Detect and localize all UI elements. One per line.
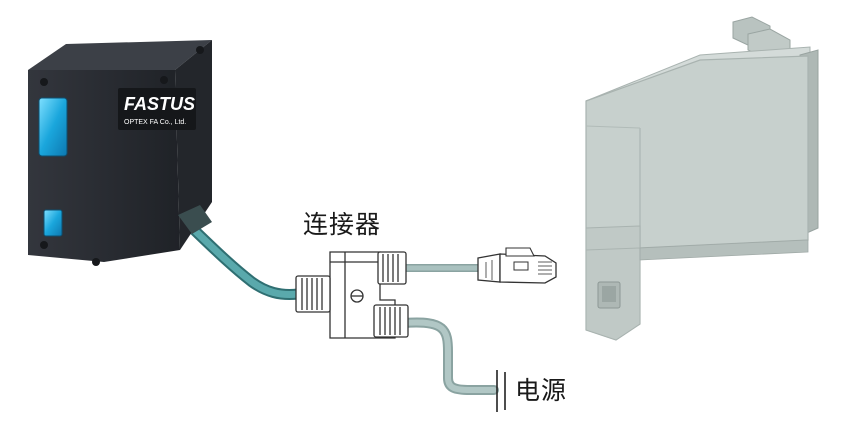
- sensor-brand: FASTUS: [124, 94, 195, 114]
- y-connector-icon: [295, 251, 409, 339]
- laser-sensor-icon: FASTUS OPTEX FA Co., Ltd.: [28, 40, 212, 266]
- power-lines-icon: [496, 370, 506, 412]
- rj45-plug-icon: [477, 247, 557, 284]
- sensor-maker: OPTEX FA Co., Ltd.: [124, 119, 186, 126]
- connector-label: 连接器: [303, 210, 382, 239]
- sensor-cable: [182, 218, 304, 300]
- controller-unit-icon: [585, 16, 819, 341]
- power-label: 电源: [515, 376, 568, 405]
